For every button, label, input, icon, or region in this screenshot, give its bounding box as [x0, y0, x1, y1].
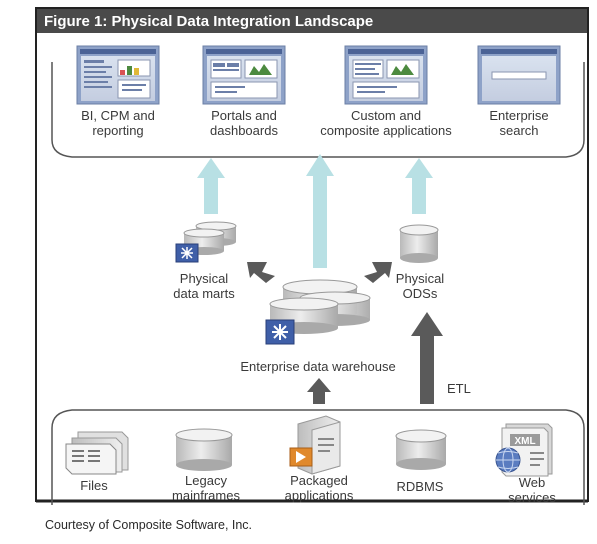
edw-to-marts-arrow [247, 262, 275, 283]
mainframe-icon [175, 428, 233, 471]
edw-to-portals-arrow [306, 154, 334, 268]
figure-credit: Courtesy of Composite Software, Inc. [45, 518, 252, 532]
title-bar [37, 9, 587, 33]
warehouse-label: Enterprise data warehouse [240, 359, 395, 374]
source-mainframe-label: Legacy [185, 473, 227, 488]
sources-to-warehouse-arrow [307, 378, 331, 404]
source-files-label: Files [80, 478, 108, 493]
source-rdbms-label: RDBMS [397, 479, 444, 494]
consumer-search-label: Enterprise [489, 108, 548, 123]
marts-to-bi-arrow [197, 158, 225, 214]
consumer-bi-label-2: reporting [92, 123, 143, 138]
packaged-app-icon [289, 415, 341, 475]
source-mainframe-label-2: mainframes [172, 488, 240, 503]
svg-text:XML: XML [514, 436, 535, 447]
data-marts-icon [175, 221, 237, 263]
etl-arrow [411, 312, 443, 404]
source-packaged-label-2: applications [285, 488, 354, 503]
figure-title: Figure 1: Physical Data Integration Land… [44, 13, 373, 30]
web-services-icon: XML [495, 423, 553, 477]
rdbms-icon [395, 429, 447, 470]
consumer-portal-screen [202, 45, 286, 105]
consumer-application-screen [344, 45, 428, 105]
ods-label-2: ODSs [403, 286, 438, 301]
consumer-portal-label: Portals and [211, 108, 277, 123]
files-icon [65, 431, 129, 475]
consumer-bi-label: BI, CPM and [81, 108, 155, 123]
consumer-application-label: Custom and [351, 108, 421, 123]
consumer-application-label-2: composite applications [320, 123, 452, 138]
source-packaged-label: Packaged [290, 473, 348, 488]
source-web-label-2: services [508, 490, 556, 505]
source-web-label: Web [519, 475, 546, 490]
data-marts-label-2: data marts [173, 286, 235, 301]
consumer-bi-screen [76, 45, 160, 105]
ods-to-apps-arrow [405, 158, 433, 214]
consumer-search-label-2: search [499, 123, 538, 138]
data-marts-label: Physical [180, 271, 229, 286]
warehouse-icon [265, 279, 371, 345]
sources-bracket [51, 409, 585, 505]
ods-icon [399, 224, 439, 263]
consumer-portal-label-2: dashboards [210, 123, 278, 138]
consumer-search-screen [477, 45, 561, 105]
edw-to-ods-arrow [364, 262, 392, 283]
etl-label: ETL [447, 381, 471, 396]
ods-label: Physical [396, 271, 445, 286]
